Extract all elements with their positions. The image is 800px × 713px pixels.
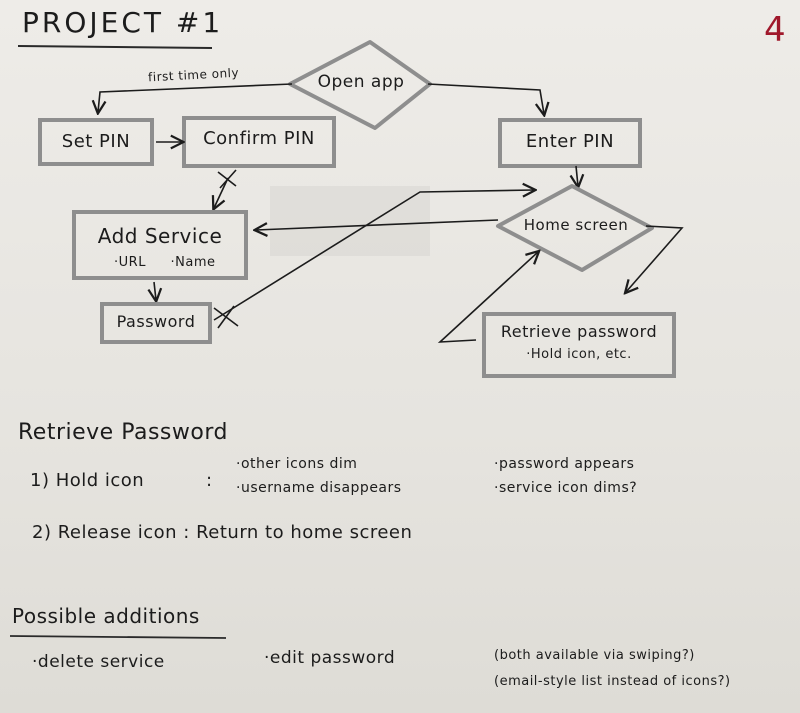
add-service-label: Add Service [97,224,223,248]
set-pin-label: Set PIN [61,131,131,152]
addition-edit-password: ·edit password [264,648,396,668]
enter-pin-box [498,118,642,168]
arrow-home-to-retrieve [626,225,684,292]
step2-label: 2) Release icon : Return to home screen [32,522,413,543]
home-screen-diamond [496,184,654,272]
enter-pin-label: Enter PIN [525,131,615,152]
retrieve-password-box [482,312,676,378]
arrow-retrieve-to-home [437,252,538,343]
page-number: 4 [764,10,787,50]
step1-effect-password-appears: ·password appears [494,456,635,472]
confirm-pin-label: Confirm PIN [203,128,315,149]
arrow-home-to-addservice [256,219,499,230]
step1-effect-other-icons-dim: ·other icons dim [236,456,358,472]
additions-underline [9,635,227,639]
addition-delete-service: ·delete service [32,652,165,672]
password-box [100,302,212,344]
arrow-password-to-home [213,190,534,321]
page-title: PROJECT #1 [22,6,224,39]
arrow-open-to-enterpin [427,83,544,114]
add-service-field-url: ·URL [114,255,146,270]
retrieve-section-heading: Retrieve Password [18,420,228,445]
addition-note-email-list: (email-style list instead of icons?) [494,674,731,689]
addition-note-swiping: (both available via swiping?) [494,648,695,663]
cross-mark-2 [213,305,239,329]
arrow-open-to-setpin [98,83,293,112]
open-app-label: Open app [317,72,405,92]
title-underline [17,45,213,49]
home-screen-label: Home screen [523,216,629,234]
add-service-field-name: ·Name [170,255,216,270]
step1-colon: : [206,470,213,491]
arrow-confirmpin-to-addservice [214,177,229,208]
arrow-enterpin-to-home [576,165,578,186]
retrieve-password-note: ·Hold icon, etc. [526,347,632,362]
step1-effect-username-disappears: ·username disappears [236,480,402,496]
erased-smudge [270,186,430,256]
set-pin-box [38,118,154,166]
additions-heading: Possible additions [12,604,200,628]
retrieve-password-label: Retrieve password [500,322,658,341]
step1-label: 1) Hold icon [30,470,145,491]
step1-effect-service-icon-dims: ·service icon dims? [494,480,638,496]
password-label: Password [116,312,196,331]
cross-mark-1 [217,169,237,189]
add-service-box [72,210,248,280]
arrow-addservice-to-password [154,281,156,300]
